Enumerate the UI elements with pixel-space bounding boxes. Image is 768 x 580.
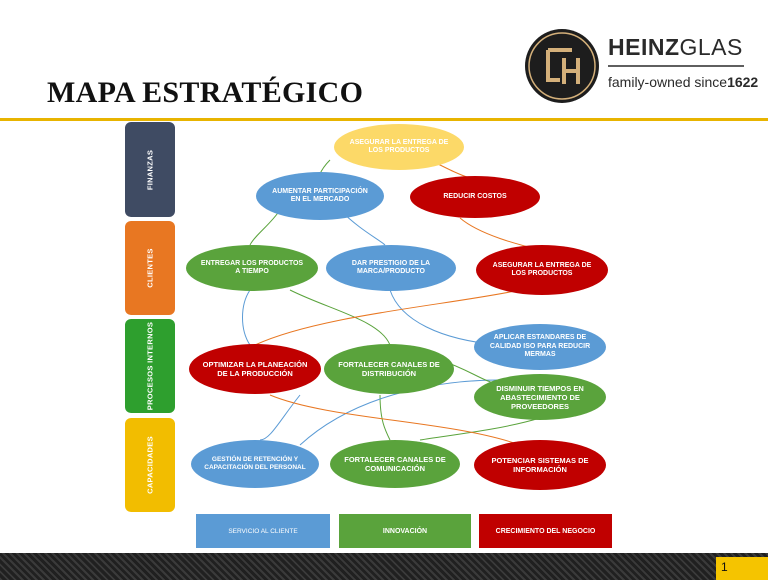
brand-tagline: family-owned since1622	[608, 74, 759, 90]
node-disminuir-tiempos: DISMINUIR TIEMPOS EN ABASTECIMIENTO DE P…	[474, 374, 606, 420]
node-gestion-retencion: GESTIÓN DE RETENCIÓN Y CAPACITACIÓN DEL …	[191, 440, 319, 488]
node-optimizar-planeacion: OPTIMIZAR LA PLANEACIÓN DE LA PRODUCCIÓN	[189, 344, 321, 394]
band-clientes: CLIENTES	[125, 221, 175, 315]
node-potenciar-sistemas: POTENCIAR SISTEMAS DE INFORMACIÓN	[474, 440, 606, 490]
node-asegurar-entrega-top: ASEGURAR LA ENTREGA DE LOS PRODUCTOS	[334, 124, 464, 170]
connector-line	[269, 394, 521, 446]
brand-name: HEINZGLAS	[608, 34, 743, 60]
band-capacidades: CAPACIDADES	[125, 418, 175, 512]
connector-line	[419, 417, 541, 441]
connector-line	[289, 289, 391, 346]
connector-line	[242, 289, 251, 346]
page-number: 1	[721, 560, 728, 574]
connector-line	[254, 289, 521, 346]
connector-line	[249, 209, 281, 246]
node-reducir-costos: REDUCIR COSTOS	[410, 176, 540, 218]
node-dar-prestigio: DAR PRESTIGIO DE LA MARCA/PRODUCTO	[326, 245, 456, 291]
logo-emblem-icon	[525, 29, 744, 103]
footer-bar	[0, 553, 768, 580]
connector-line	[379, 394, 391, 441]
page-number-box: 1	[716, 557, 768, 580]
page-title: MAPA ESTRATÉGICO	[47, 76, 364, 109]
node-aplicar-estandares: APLICAR ESTANDARES DE CALIDAD ISO PARA R…	[474, 324, 606, 370]
legend-innovacion: INNOVACIÓN	[339, 514, 471, 548]
node-aumentar-participacion: AUMENTAR PARTICIPACIÓN EN EL MERCADO	[256, 172, 384, 220]
node-entregar-productos: ENTREGAR LOS PRODUCTOS A TIEMPO	[186, 245, 318, 291]
node-fortalecer-comunicacion: FORTALECER CANALES DE COMUNICACIÓN	[330, 440, 460, 488]
node-asegurar-entrega-right: ASEGURAR LA ENTREGA DE LOS PRODUCTOS	[476, 245, 608, 295]
legend-servicio-cliente: SERVICIO AL CLIENTE	[196, 514, 330, 548]
band-procesos-internos: PROCESOS INTERNOS	[125, 319, 175, 413]
band-finanzas: FINANZAS	[125, 122, 175, 217]
node-fortalecer-distribucion: FORTALECER CANALES DE DISTRIBUCIÓN	[324, 344, 454, 394]
connector-line	[259, 394, 301, 441]
title-underline	[0, 118, 768, 121]
legend-crecimiento-negocio: CRECIMIENTO DEL NEGOCIO	[479, 514, 612, 548]
